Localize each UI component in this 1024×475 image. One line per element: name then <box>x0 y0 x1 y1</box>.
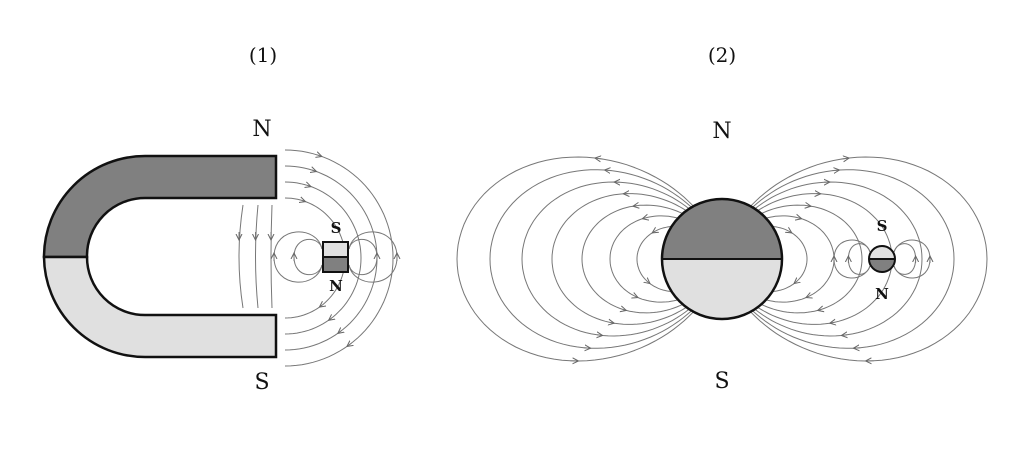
field-line <box>348 231 398 283</box>
field-arrow <box>605 170 612 171</box>
field-arrow <box>818 310 821 311</box>
field-line <box>489 169 692 349</box>
field-arrow <box>597 335 603 336</box>
field-line <box>847 243 871 275</box>
field-arrow <box>347 343 352 346</box>
compass-magnet-1 <box>322 241 349 273</box>
field-arrow <box>791 232 792 233</box>
field-arrow <box>329 318 332 320</box>
field-line <box>293 239 323 275</box>
field-arrow <box>307 185 311 186</box>
field-arrow <box>623 310 626 311</box>
field-line <box>348 239 378 275</box>
compass-1-south-label: S <box>331 219 342 237</box>
field-line <box>893 243 917 275</box>
field-arrow <box>633 206 636 207</box>
compass-2-north-label: N <box>875 285 889 303</box>
field-line <box>893 239 931 279</box>
field-arrow <box>799 218 801 219</box>
field-arrow <box>610 322 614 323</box>
horseshoe-north-label: N <box>252 117 271 142</box>
field-arrow <box>830 322 834 323</box>
field-line <box>551 193 687 325</box>
field-arrow <box>338 331 342 334</box>
field-line <box>238 204 244 309</box>
horseshoe-south-label: S <box>254 370 269 395</box>
field-line <box>456 156 694 362</box>
field-arrow <box>841 335 847 336</box>
field-line <box>273 231 323 283</box>
compass-2-south-label: S <box>877 217 888 235</box>
field-line <box>752 169 955 349</box>
field-line <box>521 181 690 337</box>
field-arrow <box>303 201 306 202</box>
field-line <box>754 181 923 337</box>
field-arrow <box>794 283 795 284</box>
sphere-north-label: N <box>712 119 731 144</box>
compass-1-north-label: N <box>329 277 343 295</box>
sphere-south-label: S <box>714 369 729 394</box>
field-arrow <box>808 206 811 207</box>
field-arrow <box>832 170 840 171</box>
figure-2-field-lines <box>456 156 988 362</box>
figure-1: (1) N S S N <box>42 43 398 395</box>
horseshoe-south-arm <box>42 255 278 359</box>
field-line <box>270 204 273 309</box>
compass-magnet-2 <box>868 245 896 273</box>
field-arrow <box>317 155 322 157</box>
field-arrow <box>642 218 644 219</box>
sphere-magnet <box>660 197 784 321</box>
field-arrow <box>636 297 638 298</box>
field-arrow <box>840 158 849 159</box>
figure-1-field-lines <box>238 149 398 367</box>
field-line <box>750 156 988 362</box>
field-arrow <box>312 170 317 172</box>
field-arrow <box>652 232 653 233</box>
figure-2-caption: (2) <box>708 43 736 67</box>
field-line <box>284 181 362 335</box>
field-arrow <box>319 305 322 307</box>
figure-1-caption: (1) <box>249 43 277 67</box>
field-arrow <box>595 158 604 159</box>
field-line <box>255 204 259 309</box>
horseshoe-north-arm <box>42 154 278 259</box>
field-arrow <box>806 297 808 298</box>
figure-2: (2) N S S N <box>456 43 988 394</box>
field-line <box>284 149 394 367</box>
field-line <box>833 239 871 279</box>
field-arrow <box>649 283 650 284</box>
